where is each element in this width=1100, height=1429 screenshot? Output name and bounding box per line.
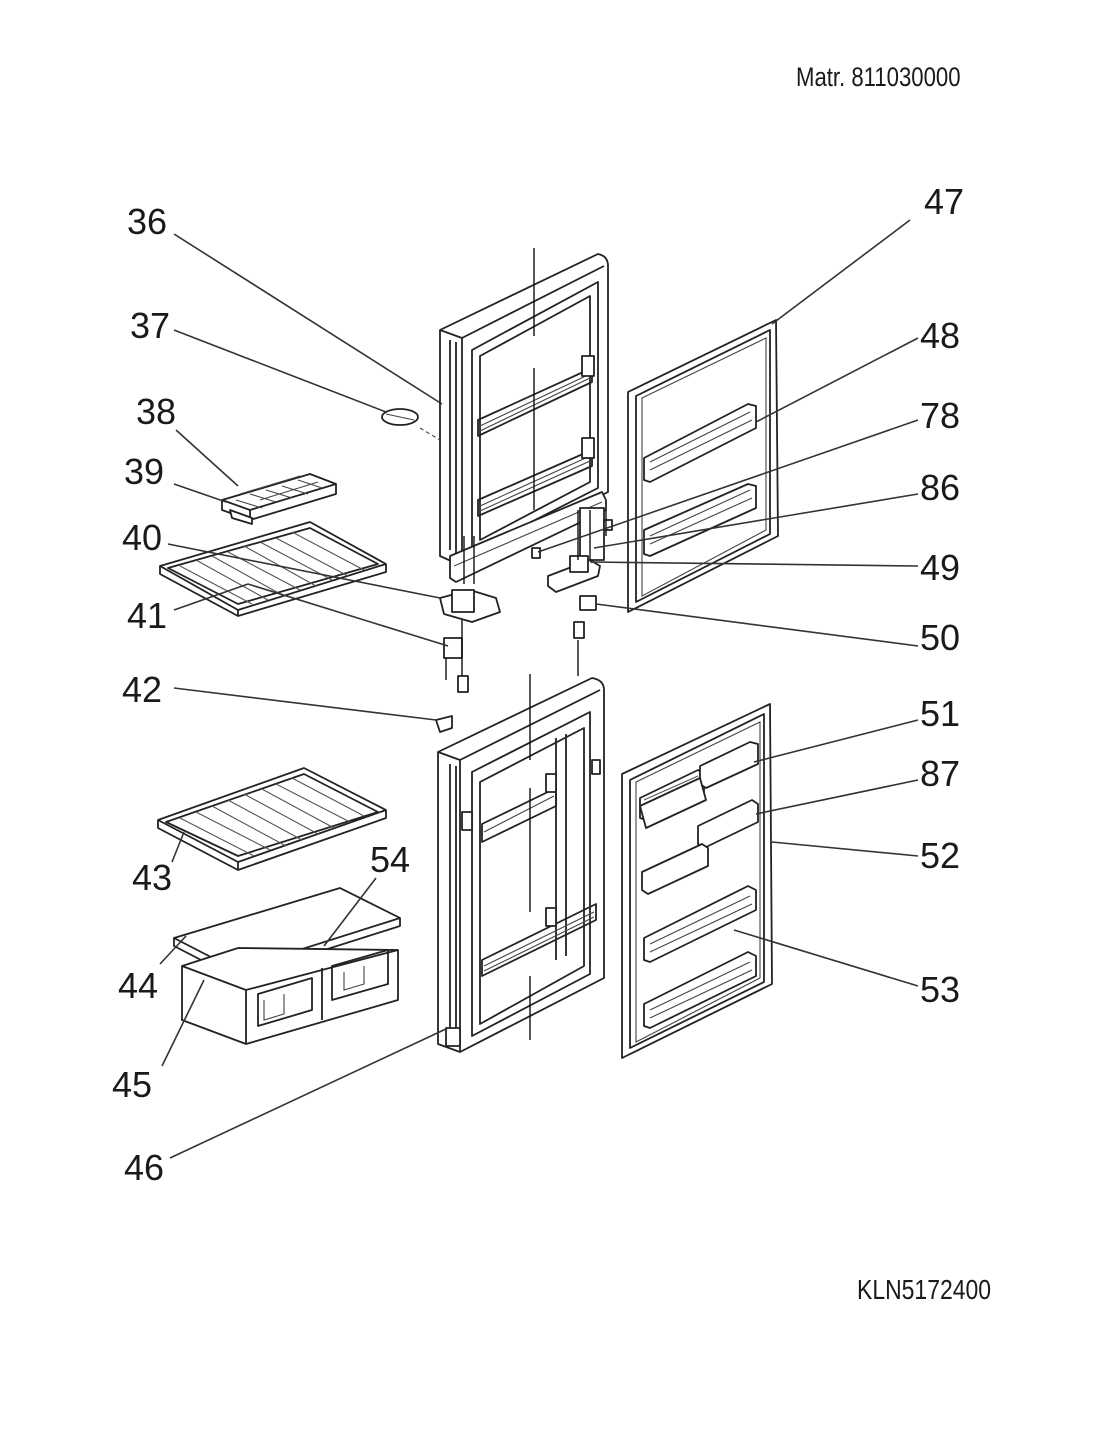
callout-78: 78 [920, 395, 960, 436]
callout-52: 52 [920, 835, 960, 876]
leader-lines [159, 219, 919, 1159]
callout-54: 54 [370, 839, 410, 880]
upper-door-inner-frame [439, 253, 609, 567]
callout-labels: 36 37 38 39 40 41 42 43 44 45 46 47 48 7… [112, 181, 964, 1188]
material-number: Matr. 811030000 [796, 62, 961, 92]
callout-44: 44 [118, 965, 158, 1006]
callout-45: 45 [112, 1064, 152, 1105]
callout-50: 50 [920, 617, 960, 658]
lower-door-inner-frame [435, 677, 605, 1053]
callout-42: 42 [122, 669, 162, 710]
drawing-code: KLN5172400 [857, 1274, 992, 1305]
callout-47: 47 [924, 181, 964, 222]
callout-36: 36 [127, 201, 167, 242]
callout-46: 46 [124, 1147, 164, 1188]
callout-40: 40 [122, 517, 162, 558]
thermostat-knob [381, 408, 419, 426]
fridge-wire-shelf [157, 767, 387, 871]
callout-53: 53 [920, 969, 960, 1010]
crisper-drawers [181, 947, 399, 1045]
callout-86: 86 [920, 467, 960, 508]
callout-39: 39 [124, 451, 164, 492]
upper-door-outer [627, 319, 779, 613]
callout-41: 41 [127, 595, 167, 636]
callout-49: 49 [920, 547, 960, 588]
callout-51: 51 [920, 693, 960, 734]
lower-door-outer [621, 703, 773, 1059]
callout-48: 48 [920, 315, 960, 356]
callout-43: 43 [132, 857, 172, 898]
upper-hinge-assembly [439, 491, 613, 693]
freezer-wire-shelf [159, 521, 387, 617]
callout-87: 87 [920, 753, 960, 794]
callout-38: 38 [136, 391, 176, 432]
ice-cube-tray [221, 473, 337, 525]
assembly-axis-lines [419, 248, 607, 1040]
callout-37: 37 [130, 305, 170, 346]
